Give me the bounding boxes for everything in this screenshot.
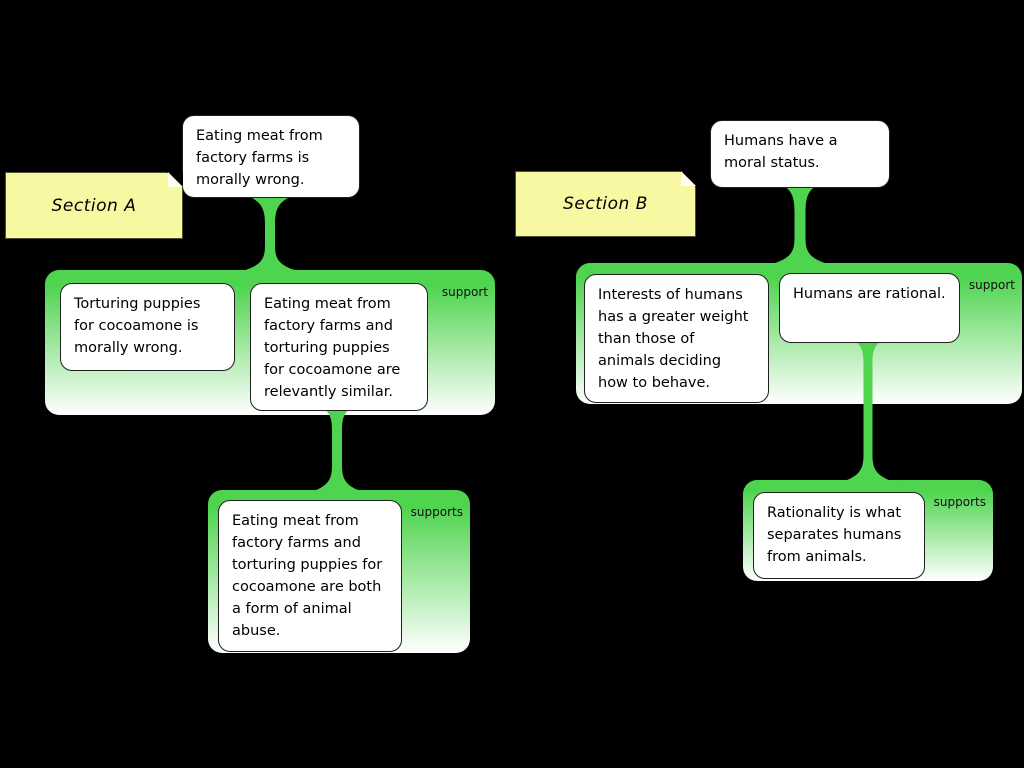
premise-box-a3[interactable]: Eating meat from factory farms and tortu… (218, 500, 402, 652)
section-note-b-label: Section B (563, 194, 648, 214)
claim-box-a[interactable]: Eating meat from factory farms is morall… (182, 115, 360, 198)
premise-box-b2[interactable]: Humans are rational. (779, 273, 960, 343)
sub-support-group-a-label: supports (410, 505, 463, 519)
note-fold-icon (168, 172, 183, 187)
note-fold-icon (681, 171, 696, 186)
connector-premise-b2-to-supports[interactable] (838, 341, 898, 483)
connector-premise-a2-to-supports[interactable] (307, 409, 367, 493)
support-group-b-label: support (968, 278, 1015, 292)
premise-box-a1[interactable]: Torturing puppies for cocoamone is moral… (60, 283, 235, 371)
premise-box-b3[interactable]: Rationality is what separates humans fro… (753, 492, 925, 579)
connector-claim-a-to-support[interactable] (234, 196, 306, 273)
sub-support-group-b-label: supports (933, 495, 986, 509)
premise-box-b1[interactable]: Interests of humans has a greater weight… (584, 274, 769, 403)
section-note-a-label: Section A (51, 195, 137, 216)
section-note-b[interactable]: Section B (515, 171, 696, 237)
support-group-a-label: support (441, 285, 488, 299)
connector-claim-b-to-support[interactable] (764, 186, 836, 266)
section-note-a[interactable]: Section A (5, 172, 183, 239)
claim-box-b[interactable]: Humans have a moral status. (710, 120, 890, 188)
premise-box-a2[interactable]: Eating meat from factory farms and tortu… (250, 283, 428, 411)
